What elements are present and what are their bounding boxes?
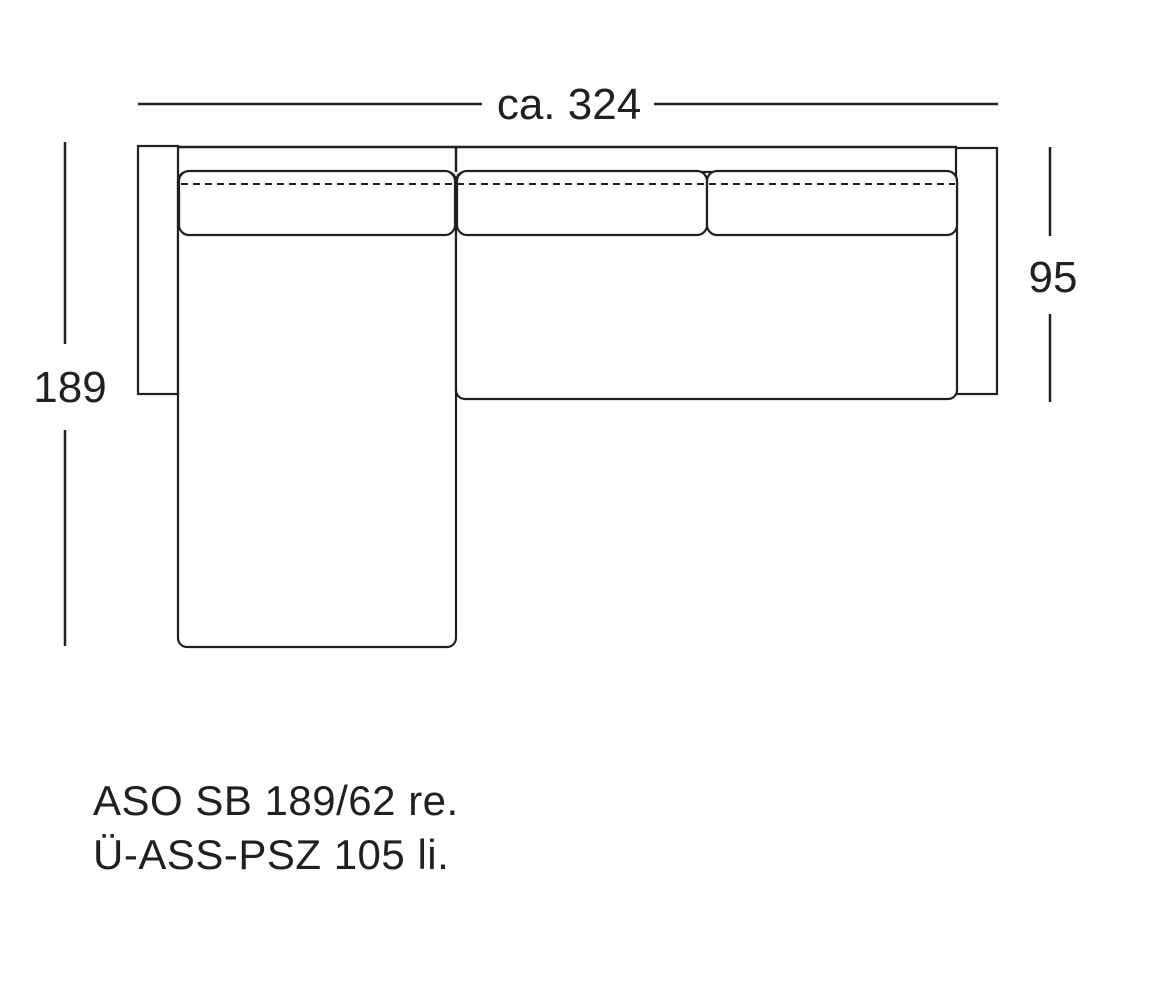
back-cushion-right xyxy=(705,169,959,237)
chaise-depth-dimension: 189 xyxy=(33,142,107,646)
caption-line-2: Ü-ASS-PSZ 105 li. xyxy=(93,831,450,878)
chaise-depth-label: 189 xyxy=(33,363,106,412)
back-cushion-middle xyxy=(455,169,709,237)
width-dimension: ca. 324 xyxy=(138,80,998,129)
sofa-outline xyxy=(136,144,999,649)
back-cushion-left xyxy=(177,169,457,237)
model-caption: ASO SB 189/62 re. Ü-ASS-PSZ 105 li. xyxy=(93,774,459,882)
left-armrest xyxy=(136,144,180,396)
width-dimension-label: ca. 324 xyxy=(497,80,641,129)
caption-line-1: ASO SB 189/62 re. xyxy=(93,777,459,824)
sofa-depth-dimension: 95 xyxy=(1029,147,1078,402)
right-armrest xyxy=(954,146,999,396)
sofa-depth-label: 95 xyxy=(1029,253,1078,302)
chaise-longue-seat xyxy=(176,170,458,649)
